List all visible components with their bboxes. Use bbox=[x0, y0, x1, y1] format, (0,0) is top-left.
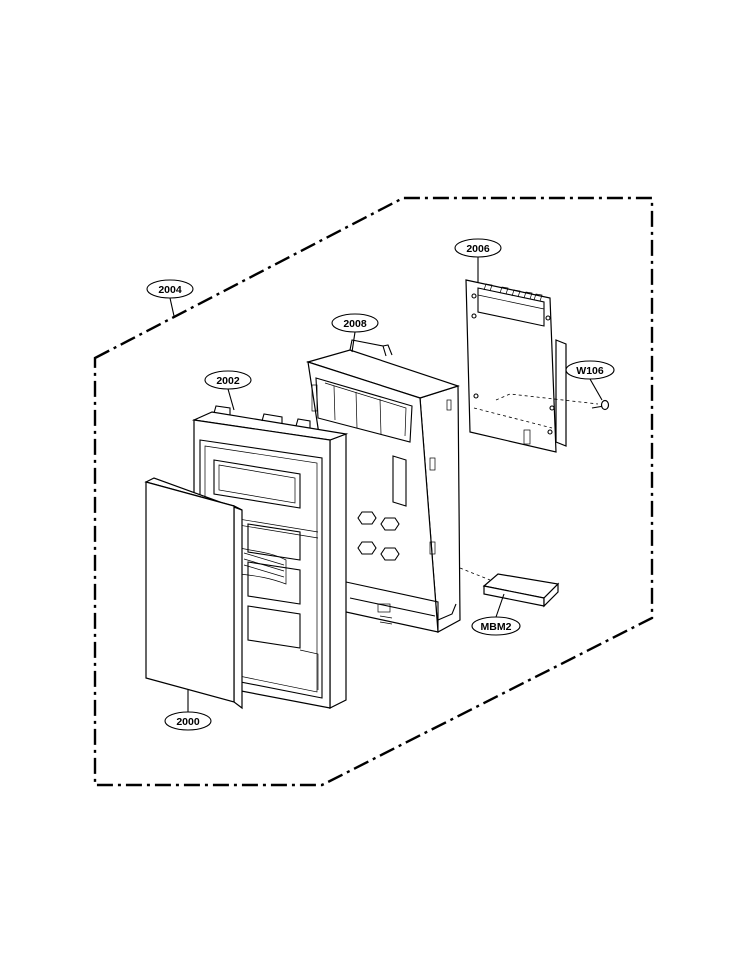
svg-text:2002: 2002 bbox=[216, 375, 240, 387]
callout-2000: 2000 bbox=[164, 711, 212, 731]
screw bbox=[591, 399, 610, 411]
leader-2004 bbox=[169, 297, 175, 317]
svg-text:2006: 2006 bbox=[466, 243, 490, 255]
pcb-board bbox=[465, 279, 599, 453]
leader-2002 bbox=[227, 388, 235, 411]
callout-2002: 2002 bbox=[204, 370, 252, 390]
callout-2006: 2006 bbox=[454, 238, 502, 258]
svg-text:2008: 2008 bbox=[343, 318, 367, 330]
assembly-boundary bbox=[93, 196, 654, 787]
callout-2004: 2004 bbox=[146, 279, 194, 299]
svg-text:W106: W106 bbox=[576, 365, 604, 377]
leader-w106 bbox=[589, 378, 603, 401]
callout-2008: 2008 bbox=[331, 313, 379, 333]
door-panel bbox=[144, 477, 243, 710]
callout-mbm2: MBM2 bbox=[471, 616, 521, 636]
svg-text:MBM2: MBM2 bbox=[481, 621, 512, 633]
callout-w106: W106 bbox=[565, 360, 615, 380]
module-block bbox=[459, 567, 560, 608]
leader-2008 bbox=[351, 331, 356, 353]
svg-text:2004: 2004 bbox=[158, 284, 182, 296]
leader-mbm2 bbox=[495, 593, 505, 618]
svg-text:2000: 2000 bbox=[176, 716, 200, 728]
